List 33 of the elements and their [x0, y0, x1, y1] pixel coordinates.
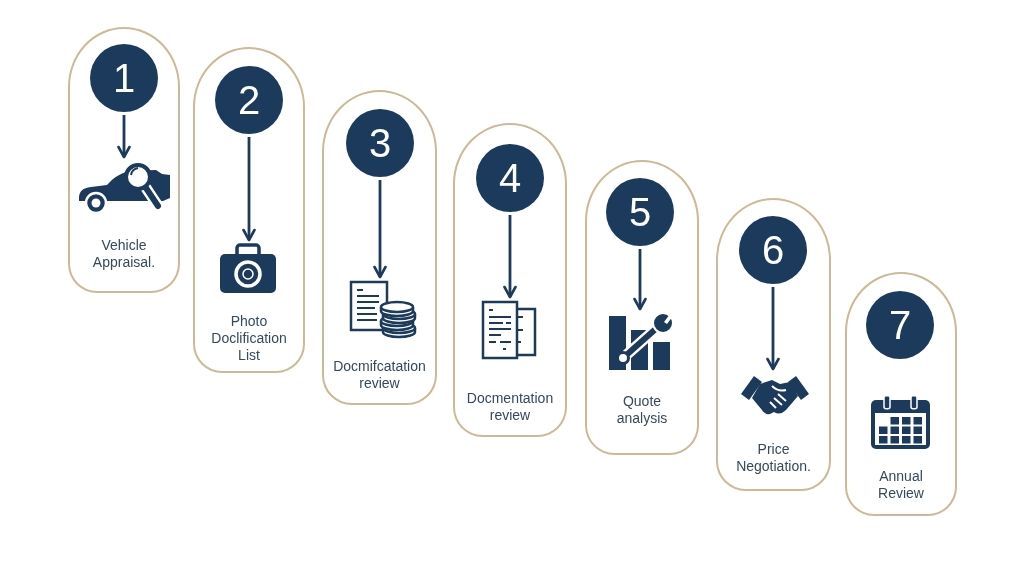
step-card	[845, 272, 957, 516]
document-coins-icon	[349, 280, 417, 338]
step-card	[585, 160, 699, 455]
step-number: 7	[866, 291, 934, 359]
document-icon	[481, 300, 537, 360]
arrow	[373, 180, 387, 279]
step-card	[322, 90, 437, 405]
arrow	[766, 287, 780, 371]
chart-wrench-icon	[609, 312, 675, 370]
calendar-icon	[870, 395, 931, 450]
step-card	[193, 47, 305, 373]
step-label: Annual Review	[878, 468, 924, 502]
step-label: Photo Doclification List	[211, 313, 287, 364]
arrow	[117, 115, 131, 159]
step-number: 1	[90, 44, 158, 112]
step-number: 6	[739, 216, 807, 284]
arrow	[503, 215, 517, 299]
step-card	[453, 123, 567, 437]
step-card	[68, 27, 180, 293]
step-number: 2	[215, 66, 283, 134]
step-number: 4	[476, 144, 544, 212]
step-number: 5	[606, 178, 674, 246]
step-label: Quote analysis	[616, 393, 668, 427]
step-number: 3	[346, 109, 414, 177]
camera-icon	[220, 243, 276, 293]
step-card	[716, 198, 831, 491]
car-magnifier-icon	[77, 160, 172, 215]
step-label: Price Negotiation.	[736, 441, 811, 475]
arrow	[633, 249, 647, 311]
step-label: Vehicle Appraisal.	[92, 237, 156, 271]
step-label: Docmifcatation review	[333, 358, 426, 392]
arrow	[242, 137, 256, 242]
step-label: Docmentation review	[466, 390, 554, 424]
